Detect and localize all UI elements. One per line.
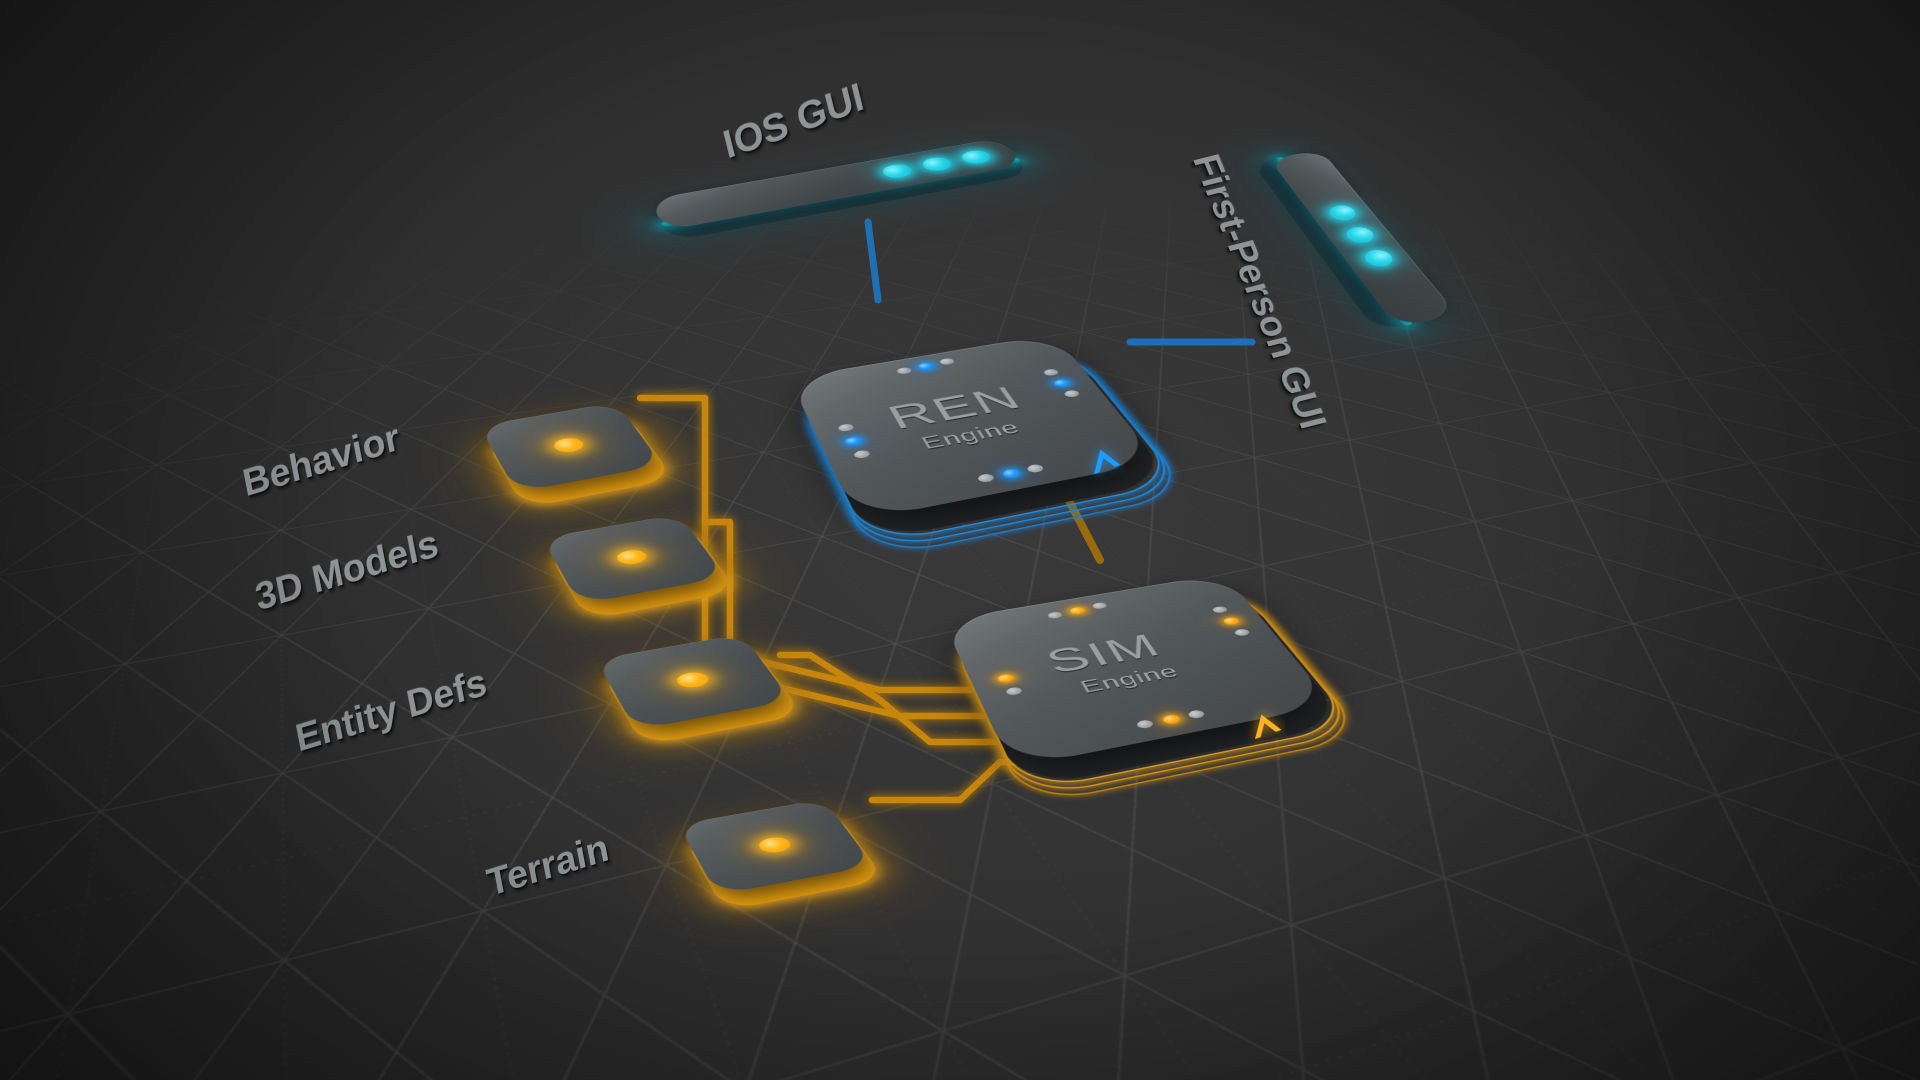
sim-engine-chevron-up-icon	[1255, 714, 1282, 740]
ren-engine-chevron-up-icon	[1094, 449, 1121, 475]
